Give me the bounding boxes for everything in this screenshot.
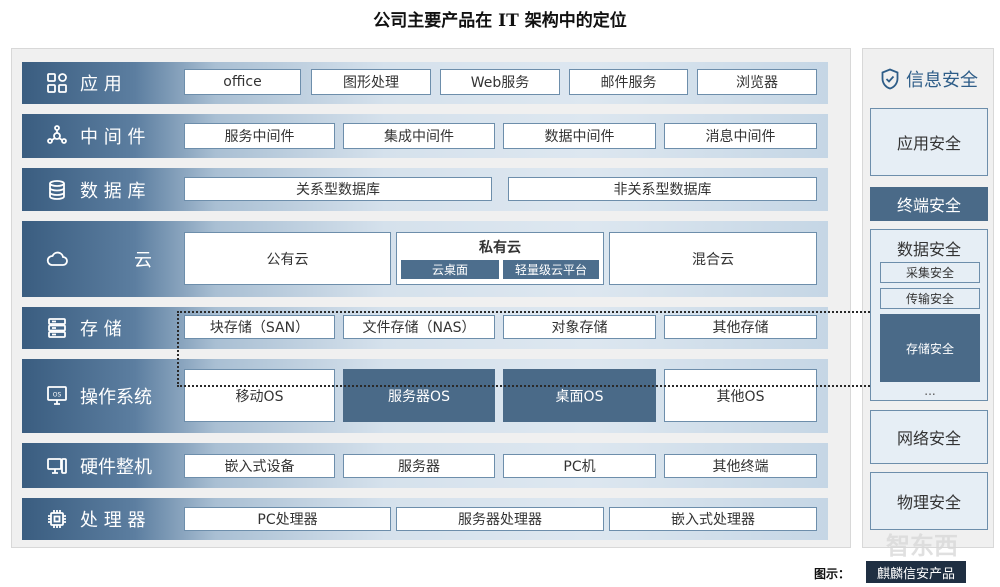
layer-label: 操作系统	[80, 387, 152, 408]
app-browser: 浏览器	[697, 69, 817, 95]
hw-pc: PC机	[503, 454, 656, 478]
os-server: 服务器OS	[343, 369, 495, 422]
layer-label: 数 据 库	[80, 180, 146, 202]
layer-label: 云	[134, 250, 152, 271]
shield-check-icon	[881, 68, 899, 90]
cpu-embedded: 嵌入式处理器	[609, 507, 817, 531]
layer-label: 中 间 件	[80, 127, 146, 148]
mw-data: 数据中间件	[503, 123, 656, 149]
security-data-storage: 存储安全	[880, 314, 980, 382]
app-web: Web服务	[440, 69, 560, 95]
cloud-lightweight-platform: 轻量级云平台	[503, 260, 599, 279]
app-mail: 邮件服务	[569, 69, 688, 95]
storage-block: 块存储（SAN）	[184, 315, 335, 339]
svg-text:OS: OS	[53, 392, 62, 399]
storage-object: 对象存储	[503, 315, 656, 339]
storage-security-highlight	[177, 311, 985, 387]
cloud-desktop: 云桌面	[401, 260, 499, 279]
security-terminal: 终端安全	[870, 187, 988, 221]
layer-label: 存 储	[80, 319, 122, 340]
layer-label: 处 理 器	[80, 510, 146, 531]
cloud-hybrid: 混合云	[609, 232, 817, 285]
hw-other-terminal: 其他终端	[664, 454, 817, 478]
security-data-transfer: 传输安全	[880, 288, 980, 309]
chip-icon	[46, 508, 68, 530]
security-heading-label: 信息安全	[906, 70, 978, 91]
legend-product-swatch: 麒麟信安产品	[866, 561, 966, 583]
legend-label: 图示：	[814, 567, 851, 581]
layer-label: 硬件整机	[80, 456, 152, 478]
mw-message: 消息中间件	[664, 123, 817, 149]
cloud-public: 公有云	[184, 232, 391, 285]
storage-other: 其他存储	[664, 315, 817, 339]
hw-embedded: 嵌入式设备	[184, 454, 335, 478]
db-relational: 关系型数据库	[184, 177, 492, 201]
diagram-title: 公司主要产品在 IT 架构中的定位	[373, 11, 627, 31]
os-desktop: 桌面OS	[503, 369, 656, 422]
os-mobile: 移动OS	[184, 369, 335, 422]
layer-label: 应 用	[80, 74, 122, 95]
app-office: office	[184, 69, 301, 95]
os-other: 其他OS	[664, 369, 817, 422]
security-heading: 信息安全	[870, 60, 988, 98]
computer-icon	[46, 455, 68, 477]
hw-server: 服务器	[343, 454, 495, 478]
network-nodes-icon	[46, 125, 68, 147]
security-data-collect: 采集安全	[880, 262, 980, 283]
cloud-icon	[46, 248, 68, 270]
security-data-ellipsis: ...	[924, 384, 936, 398]
app-graphics: 图形处理	[311, 69, 431, 95]
db-nonrelational: 非关系型数据库	[508, 177, 817, 201]
storage-file: 文件存储（NAS）	[343, 315, 495, 339]
server-rack-icon	[46, 317, 68, 339]
mw-service: 服务中间件	[184, 123, 335, 149]
security-physical: 物理安全	[870, 472, 988, 530]
database-icon	[46, 179, 68, 201]
security-network: 网络安全	[870, 410, 988, 464]
watermark: 智东西	[886, 532, 958, 560]
apps-grid-icon	[46, 72, 68, 94]
cpu-pc: PC处理器	[184, 507, 391, 531]
mw-integration: 集成中间件	[343, 123, 495, 149]
os-monitor-icon: OS	[46, 385, 68, 407]
security-application: 应用安全	[870, 108, 988, 176]
cpu-server: 服务器处理器	[396, 507, 604, 531]
